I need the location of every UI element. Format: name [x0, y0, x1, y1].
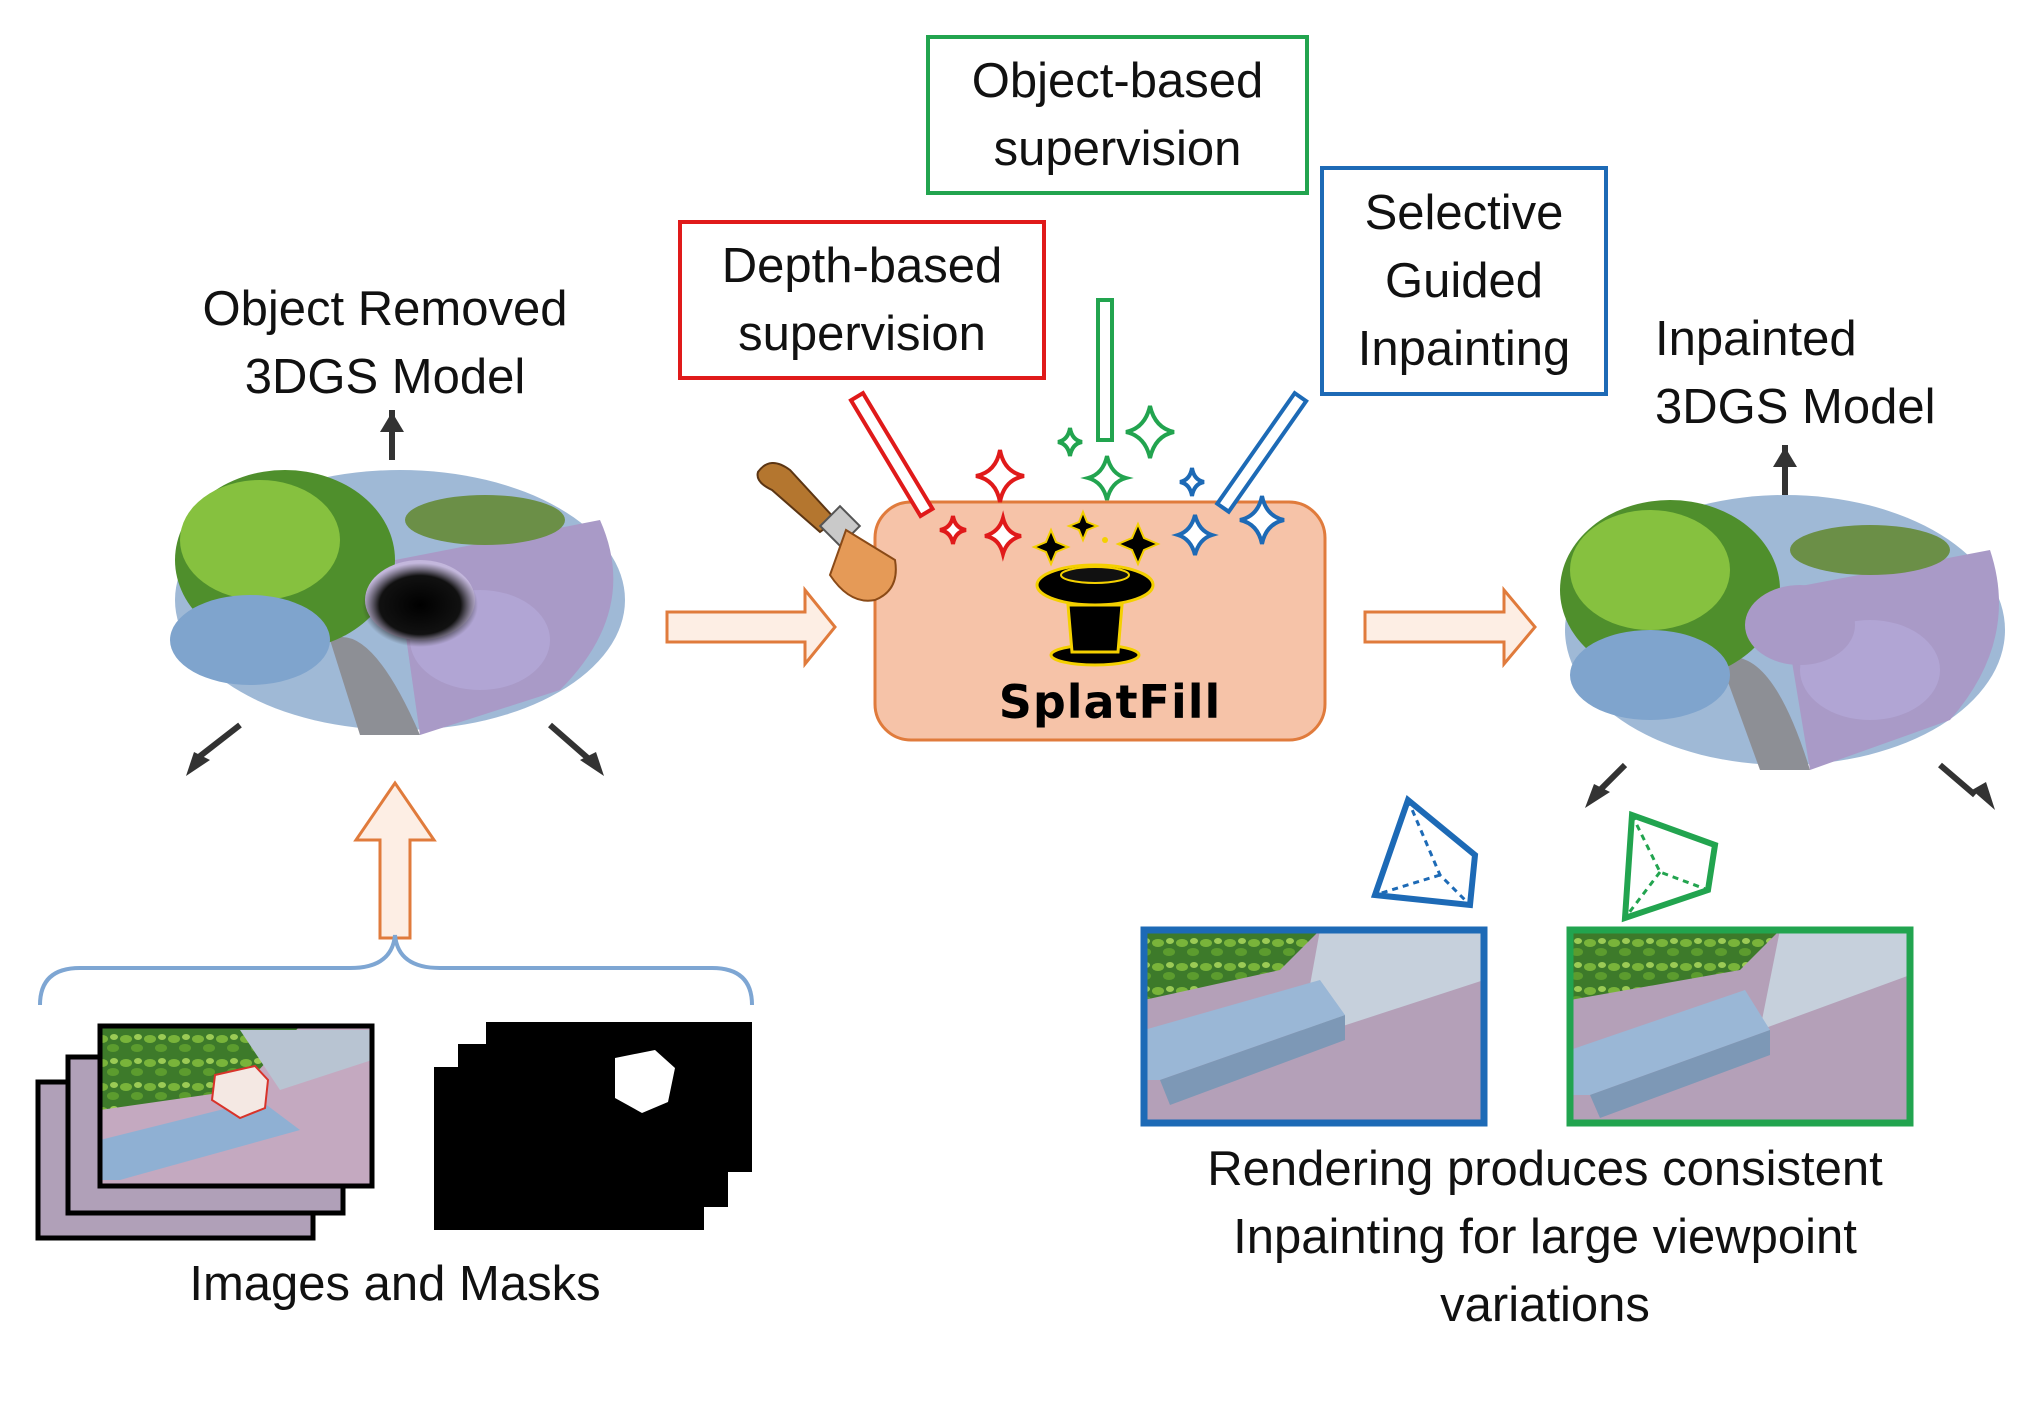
mask-stack [434, 1022, 752, 1230]
mask-region [615, 1050, 675, 1113]
object-removed-line-2: 3DGS Model [244, 350, 526, 404]
render-view-blue [1140, 926, 1488, 1127]
inpainted-line-1: Inpainted [1655, 312, 1857, 366]
input-brace [38, 934, 754, 1006]
rendering-line-1: Rendering produces consistent [1207, 1142, 1883, 1196]
object-based-line-1: Object-based [971, 54, 1264, 108]
camera-frustum-icon [1370, 794, 1719, 923]
depth-based-supervision-box: Depth-based supervision [678, 220, 1046, 380]
arrow-right-1 [665, 585, 837, 669]
rendering-caption: Rendering produces consistent Inpainting… [1135, 1135, 1955, 1339]
inpainted-line-2: 3DGS Model [1655, 380, 1936, 434]
depth-based-line-1: Depth-based [721, 239, 1003, 293]
target-object [210, 1064, 270, 1120]
inpainted-model-label: Inpainted 3DGS Model [1655, 305, 1985, 441]
wands [848, 298, 1309, 519]
render-view-green [1566, 926, 1914, 1127]
selective-line-1: Selective [1364, 186, 1564, 240]
magic-hat-icon [1031, 509, 1161, 667]
flow-arrows [353, 585, 1537, 940]
object-removed-label: Object Removed 3DGS Model [155, 275, 615, 411]
object-removed-3dgs-model [170, 410, 625, 776]
paintbrush-icon [756, 462, 897, 602]
selective-guided-inpainting-box: Selective Guided Inpainting [1320, 166, 1608, 396]
object-removed-line-1: Object Removed [202, 282, 568, 336]
arrow-right-2 [1363, 585, 1537, 669]
rendering-line-3: variations [1440, 1278, 1650, 1332]
images-and-masks-label: Images and Masks [189, 1257, 601, 1311]
removed-object-hole [362, 563, 478, 647]
input-image-stack [35, 1023, 375, 1241]
object-based-supervision-box: Object-based supervision [926, 35, 1309, 195]
object-based-line-2: supervision [993, 122, 1242, 176]
rendering-line-2: Inpainting for large viewpoint [1233, 1210, 1857, 1264]
depth-based-line-2: supervision [738, 307, 986, 361]
splatfill-title: SplatFill [998, 675, 1222, 729]
selective-line-2: Guided [1384, 254, 1543, 308]
inpainted-3dgs-model [1560, 445, 2005, 810]
arrow-up [353, 780, 437, 940]
sparkle-icon [939, 405, 1285, 562]
selective-line-3: Inpainting [1357, 322, 1571, 376]
